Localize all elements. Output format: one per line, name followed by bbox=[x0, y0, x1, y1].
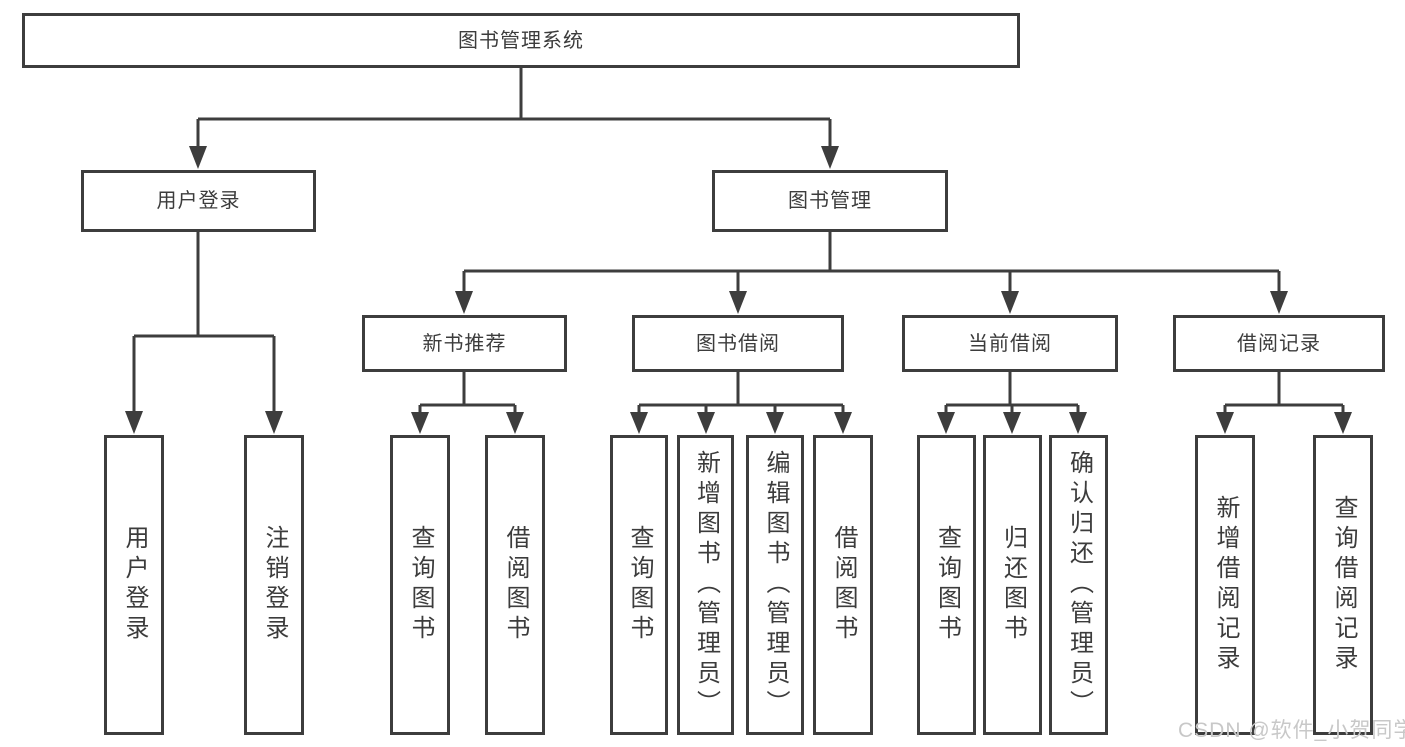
leaf-query-books-2: 查询图书 bbox=[610, 435, 668, 735]
leaf-query-books-3: 查询图书 bbox=[917, 435, 976, 735]
leaf-logout-login: 注销登录 bbox=[244, 435, 304, 735]
node-current-borrowing: 当前借阅 bbox=[902, 315, 1118, 372]
node-user-login: 用户登录 bbox=[81, 170, 316, 232]
leaf-borrow-books-1: 借阅图书 bbox=[485, 435, 545, 735]
leaf-user-login: 用户登录 bbox=[104, 435, 164, 735]
leaf-return-books: 归还图书 bbox=[983, 435, 1042, 735]
leaf-add-books-admin: 新增图书（管理员） bbox=[677, 435, 734, 735]
csdn-watermark: CSDN @软件_小贺同学 bbox=[1178, 719, 1405, 742]
node-book-management: 图书管理 bbox=[712, 170, 948, 232]
node-library-management-system: 图书管理系统 bbox=[22, 13, 1020, 68]
leaf-confirm-return-admin: 确认归还（管理员） bbox=[1049, 435, 1108, 735]
leaf-query-books-1: 查询图书 bbox=[390, 435, 450, 735]
leaf-add-borrow-record: 新增借阅记录 bbox=[1195, 435, 1255, 735]
leaf-edit-books-admin: 编辑图书（管理员） bbox=[746, 435, 804, 735]
leaf-query-borrow-record: 查询借阅记录 bbox=[1313, 435, 1373, 735]
leaf-borrow-books-2: 借阅图书 bbox=[813, 435, 873, 735]
node-new-book-recommend: 新书推荐 bbox=[362, 315, 567, 372]
node-borrowing-records: 借阅记录 bbox=[1173, 315, 1385, 372]
node-book-borrowing: 图书借阅 bbox=[632, 315, 844, 372]
